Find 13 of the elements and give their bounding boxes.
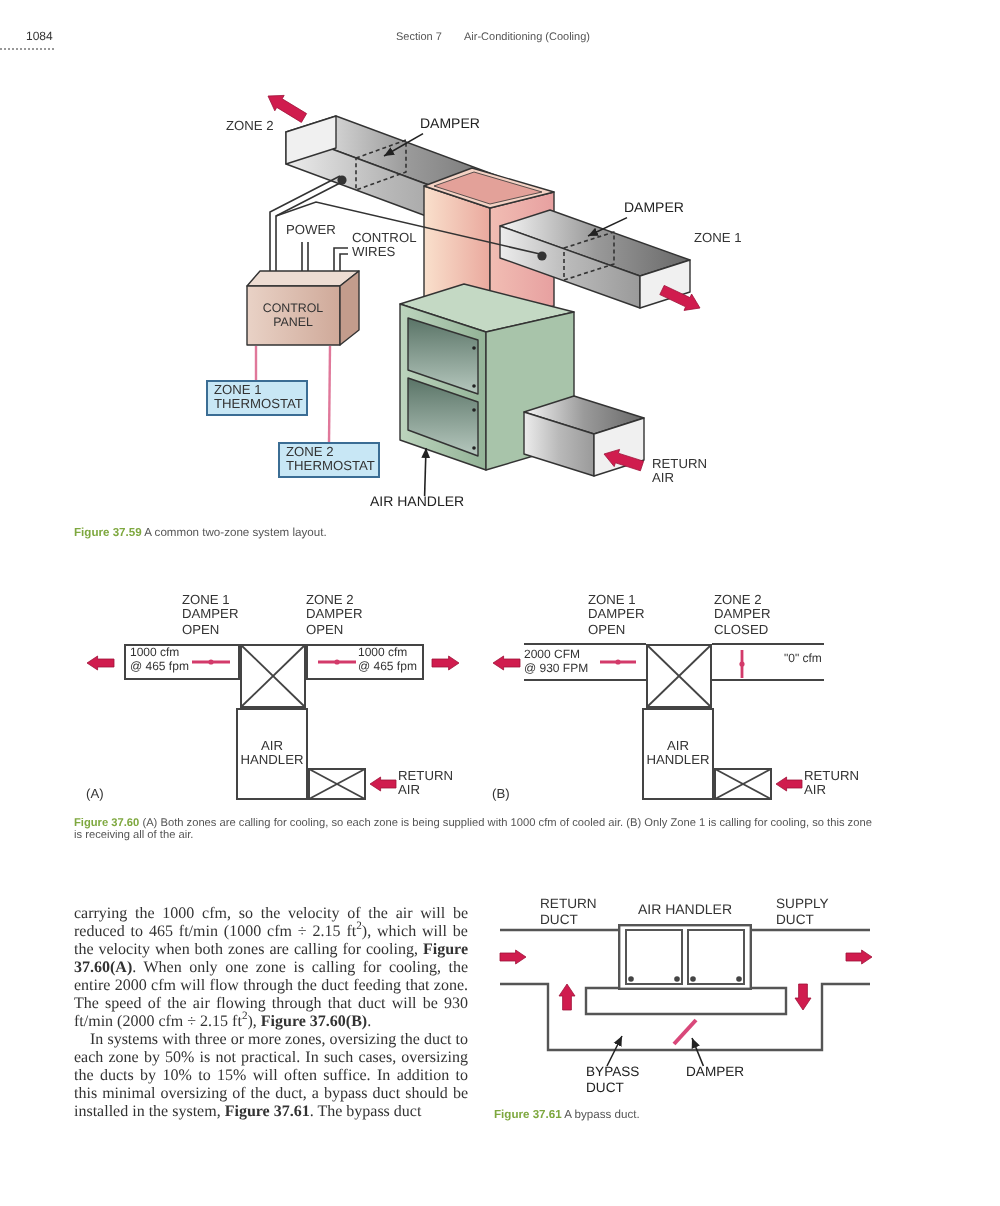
crossed-box-symbol — [714, 768, 772, 800]
leader-line — [383, 132, 424, 157]
wire — [254, 346, 258, 380]
leader-line — [587, 216, 628, 237]
crossed-box-symbol — [308, 768, 366, 800]
body-paragraph: In systems with three or more zones, oversizing the duct to each zone by 50% is not practical. In such cases, oversizing the ducts by 10% to 15% will often suffice. In addition to this minimal oversizing of the duct, a bypass duct should be installed in the system, Figure 37.61. The bypass duct — [74, 1030, 468, 1120]
wire — [327, 346, 332, 442]
leader-line — [691, 1037, 705, 1067]
leader-line — [606, 1035, 623, 1067]
leader-line — [421, 447, 431, 497]
crossed-box-symbol — [646, 644, 712, 708]
body-paragraph: carrying the 1000 cfm, so the velocity of the air will be reduced to 465 ft/min (1000 cfm ÷ 2.15 ft$^{2}$), which will be the velocity when both zones are calling for cooling, Figure 37.60(A). When only one zone is calling for cooling, the entire 2000 cfm will flow through the duct feeding that zone. The speed of the air flowing through that duct will be 930 ft/min (2000 cfm ÷ 2.15 ft$^{2}$), Figure 37.60(B). — [74, 904, 468, 1030]
crossed-box-symbol — [240, 644, 306, 708]
